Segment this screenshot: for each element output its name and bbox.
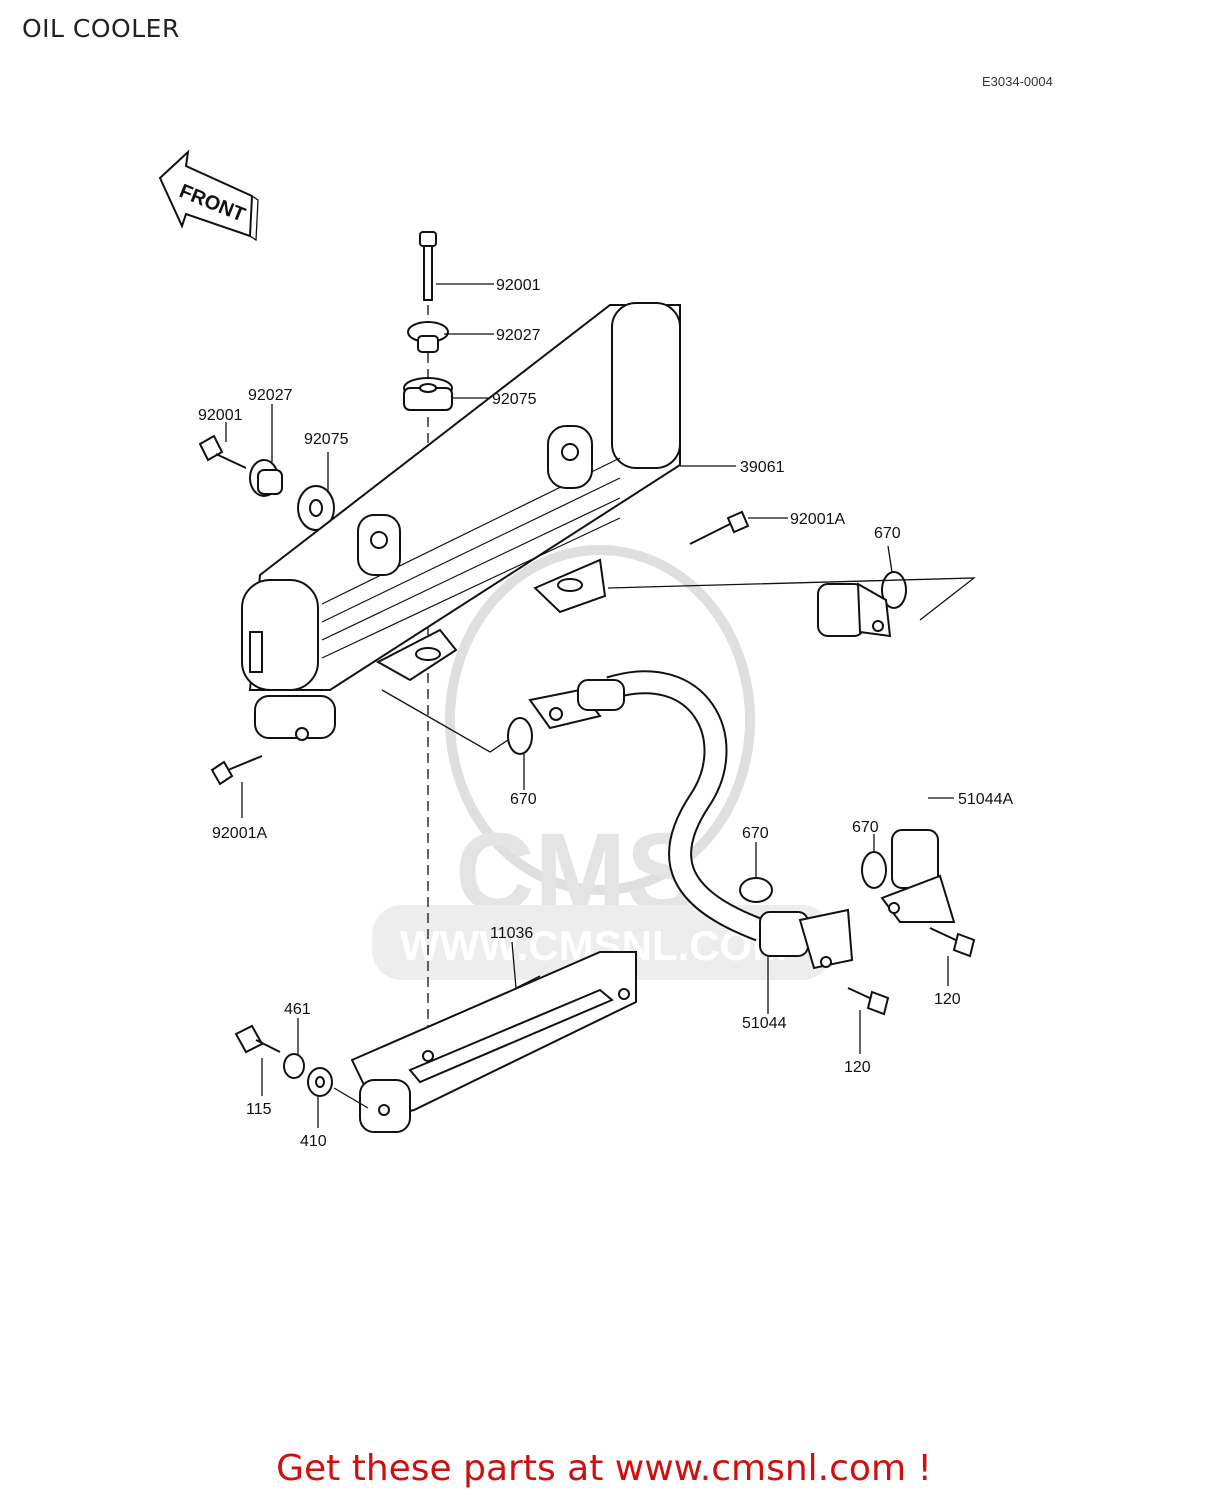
o-ring-670-right xyxy=(861,851,887,889)
front-arrow: FRONT xyxy=(158,149,259,242)
label-11036: 11036 xyxy=(490,925,533,942)
grommet-92075-left xyxy=(297,485,335,531)
part-labels: 92001 92027 92075 92027 92001 92075 3906… xyxy=(198,277,1013,1150)
label-92001A-left: 92001A xyxy=(212,825,267,842)
bolt-92001-left xyxy=(198,434,247,469)
label-410: 410 xyxy=(300,1133,327,1150)
label-461: 461 xyxy=(284,1001,311,1018)
label-51044A: 51044A xyxy=(958,791,1013,808)
washer-92027-top xyxy=(407,321,449,353)
label-670-right: 670 xyxy=(852,819,879,836)
hose-51044 xyxy=(528,670,854,970)
label-39061: 39061 xyxy=(740,459,785,476)
bracket-11036 xyxy=(350,951,637,1133)
bolt-92001-top xyxy=(419,231,437,301)
label-120-lower: 120 xyxy=(844,1059,871,1076)
o-ring-670-mid xyxy=(507,717,533,755)
bolt-115 xyxy=(234,1024,281,1054)
label-92075-left: 92075 xyxy=(304,431,349,448)
washer-92027-left xyxy=(249,459,283,497)
bolt-92001A-right xyxy=(689,510,750,545)
label-92027-left: 92027 xyxy=(248,387,293,404)
grommet-92075-top xyxy=(403,377,453,411)
label-92075-top: 92075 xyxy=(492,391,537,408)
label-92001-top: 92001 xyxy=(496,277,541,294)
label-115: 115 xyxy=(246,1101,272,1118)
label-92001-left: 92001 xyxy=(198,407,243,424)
page-title: OIL COOLER xyxy=(22,14,180,43)
washer-410 xyxy=(307,1067,333,1097)
label-670-mid: 670 xyxy=(510,791,537,808)
bolt-92001A-left xyxy=(210,755,263,786)
o-ring-670-lower xyxy=(739,877,773,903)
label-51044: 51044 xyxy=(742,1015,787,1032)
label-92027-top: 92027 xyxy=(496,327,541,344)
bolt-120-right xyxy=(929,927,976,958)
oil-cooler-39061 xyxy=(241,302,681,741)
promo-link[interactable]: Get these parts at www.cmsnl.com ! xyxy=(276,1448,932,1489)
label-670-lower: 670 xyxy=(742,825,769,842)
washer-461 xyxy=(283,1053,305,1079)
bolt-120-lower xyxy=(847,987,890,1016)
leader-lines xyxy=(225,283,976,1128)
label-670-top: 670 xyxy=(874,525,901,542)
oil-cooler-diagram: CMS WWW.CMSNL.COM FRONT xyxy=(158,149,1013,1150)
diagram-code: E3034-0004 xyxy=(982,74,1053,89)
label-92001A-right: 92001A xyxy=(790,511,845,528)
hose-51044A xyxy=(780,580,956,923)
o-ring-670-top xyxy=(881,571,907,609)
label-120-right: 120 xyxy=(934,991,961,1008)
